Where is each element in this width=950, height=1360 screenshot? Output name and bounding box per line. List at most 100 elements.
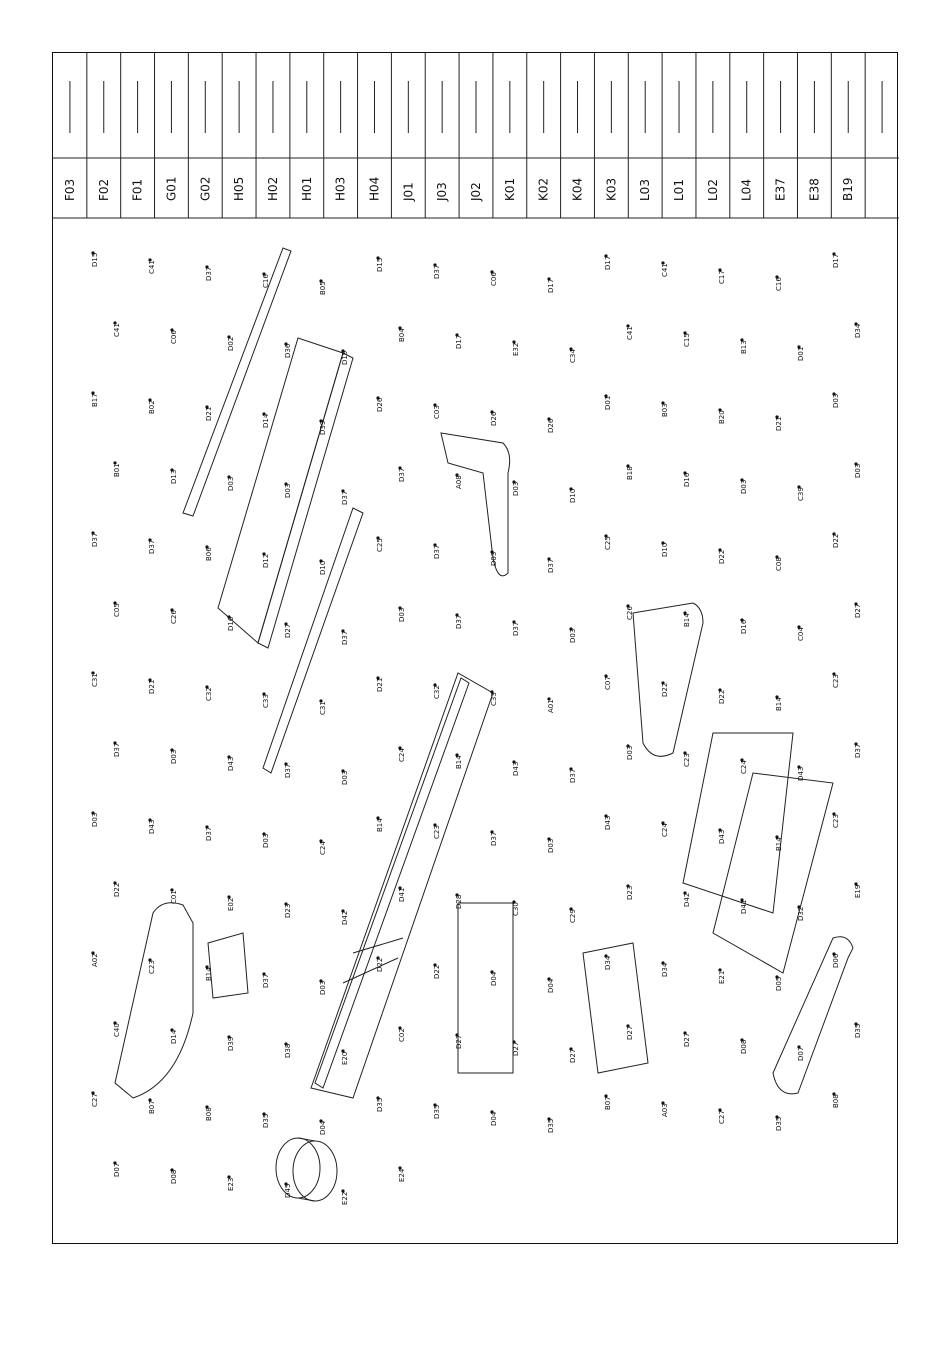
part-marker xyxy=(227,335,231,339)
part-marker xyxy=(319,839,323,843)
header-code: G02 xyxy=(198,176,212,201)
part-marker xyxy=(740,478,744,482)
part-label: D37 xyxy=(512,622,520,636)
part-label: C39 xyxy=(797,487,805,501)
header-code: F01 xyxy=(131,179,145,201)
part-label: E23 xyxy=(227,1178,235,1191)
part-marker xyxy=(376,396,380,400)
part-label: D13 xyxy=(170,470,178,484)
part-marker xyxy=(512,900,516,904)
part-marker xyxy=(376,1096,380,1100)
part-marker xyxy=(604,954,608,958)
part-label: C03 xyxy=(433,405,441,419)
part-marker xyxy=(319,419,323,423)
part-label: C41 xyxy=(626,326,634,340)
part-marker xyxy=(569,1047,573,1051)
part-label: D03 xyxy=(832,394,840,408)
part-label: D37 xyxy=(490,832,498,846)
part-label: D35 xyxy=(775,1117,783,1131)
part-label: D22 xyxy=(718,550,726,564)
part-label: D14 xyxy=(262,413,270,428)
part-marker xyxy=(490,970,494,974)
part-label: D21 xyxy=(376,678,384,692)
side-rail-right xyxy=(440,432,511,577)
part-marker xyxy=(148,258,152,262)
part-marker xyxy=(319,979,323,983)
part-marker xyxy=(626,464,630,468)
part-label: D14 xyxy=(170,1029,178,1044)
part-label: D43 xyxy=(227,757,235,771)
part-label: C23 xyxy=(683,753,691,767)
part-label: C23 xyxy=(433,825,441,839)
part-marker xyxy=(455,613,459,617)
part-label: D27 xyxy=(284,624,292,638)
part-marker xyxy=(512,340,516,344)
bracket-parts xyxy=(207,902,514,1074)
part-label: D27 xyxy=(569,1049,577,1063)
part-marker xyxy=(547,697,551,701)
part-label: C23 xyxy=(148,960,156,974)
part-label: E20 xyxy=(341,1052,349,1065)
part-marker xyxy=(341,1189,345,1193)
part-marker xyxy=(604,1094,608,1098)
part-label: D37 xyxy=(341,491,349,505)
part-marker xyxy=(683,891,687,895)
part-marker xyxy=(683,1031,687,1035)
part-label: E22 xyxy=(341,1192,349,1205)
part-marker xyxy=(569,627,573,631)
part-label: D03 xyxy=(319,981,327,995)
part-marker xyxy=(284,482,288,486)
part-label: D22 xyxy=(661,683,669,697)
part-label: B02 xyxy=(148,400,156,414)
part-marker xyxy=(661,401,665,405)
part-marker xyxy=(398,326,402,330)
part-label: C27 xyxy=(91,1093,99,1107)
part-marker xyxy=(775,555,779,559)
part-label: D03 xyxy=(262,834,270,848)
part-marker xyxy=(170,888,174,892)
part-label: D23 xyxy=(284,904,292,918)
part-marker xyxy=(832,532,836,536)
part-marker xyxy=(604,674,608,678)
part-label: C01 xyxy=(170,890,178,904)
part-marker xyxy=(376,256,380,260)
part-label: D27 xyxy=(455,1035,463,1049)
part-marker xyxy=(455,753,459,757)
part-marker xyxy=(455,333,459,337)
part-marker xyxy=(376,956,380,960)
part-marker xyxy=(604,814,608,818)
part-marker xyxy=(341,769,345,773)
part-marker xyxy=(661,821,665,825)
part-marker xyxy=(718,1108,722,1112)
part-label: D03 xyxy=(170,750,178,764)
part-label: B08 xyxy=(205,1107,213,1121)
part-marker xyxy=(604,254,608,258)
part-label: D22 xyxy=(433,965,441,979)
part-label: D43 xyxy=(718,830,726,844)
part-label: C16 xyxy=(262,274,270,288)
part-marker xyxy=(854,742,858,746)
part-label: C15 xyxy=(683,333,691,347)
part-marker xyxy=(683,611,687,615)
part-label: D22 xyxy=(113,883,121,897)
part-label: D26 xyxy=(490,411,498,426)
part-marker xyxy=(91,671,95,675)
part-marker xyxy=(341,629,345,633)
part-marker xyxy=(262,832,266,836)
part-label: D03 xyxy=(91,813,99,827)
part-label: D10 xyxy=(569,489,577,503)
part-marker xyxy=(740,618,744,622)
part-marker xyxy=(433,543,437,547)
part-marker xyxy=(205,685,209,689)
header-code: H03 xyxy=(334,177,348,201)
part-marker xyxy=(547,277,551,281)
part-label: D35 xyxy=(547,1119,555,1133)
part-label: C31 xyxy=(91,673,99,687)
part-label: B18 xyxy=(626,466,634,480)
part-label: D37 xyxy=(148,540,156,554)
part-marker xyxy=(569,487,573,491)
part-label: D37 xyxy=(341,631,349,645)
part-label: C31 xyxy=(319,701,327,715)
part-label: D04 xyxy=(547,978,555,993)
header-code: F02 xyxy=(97,179,111,201)
